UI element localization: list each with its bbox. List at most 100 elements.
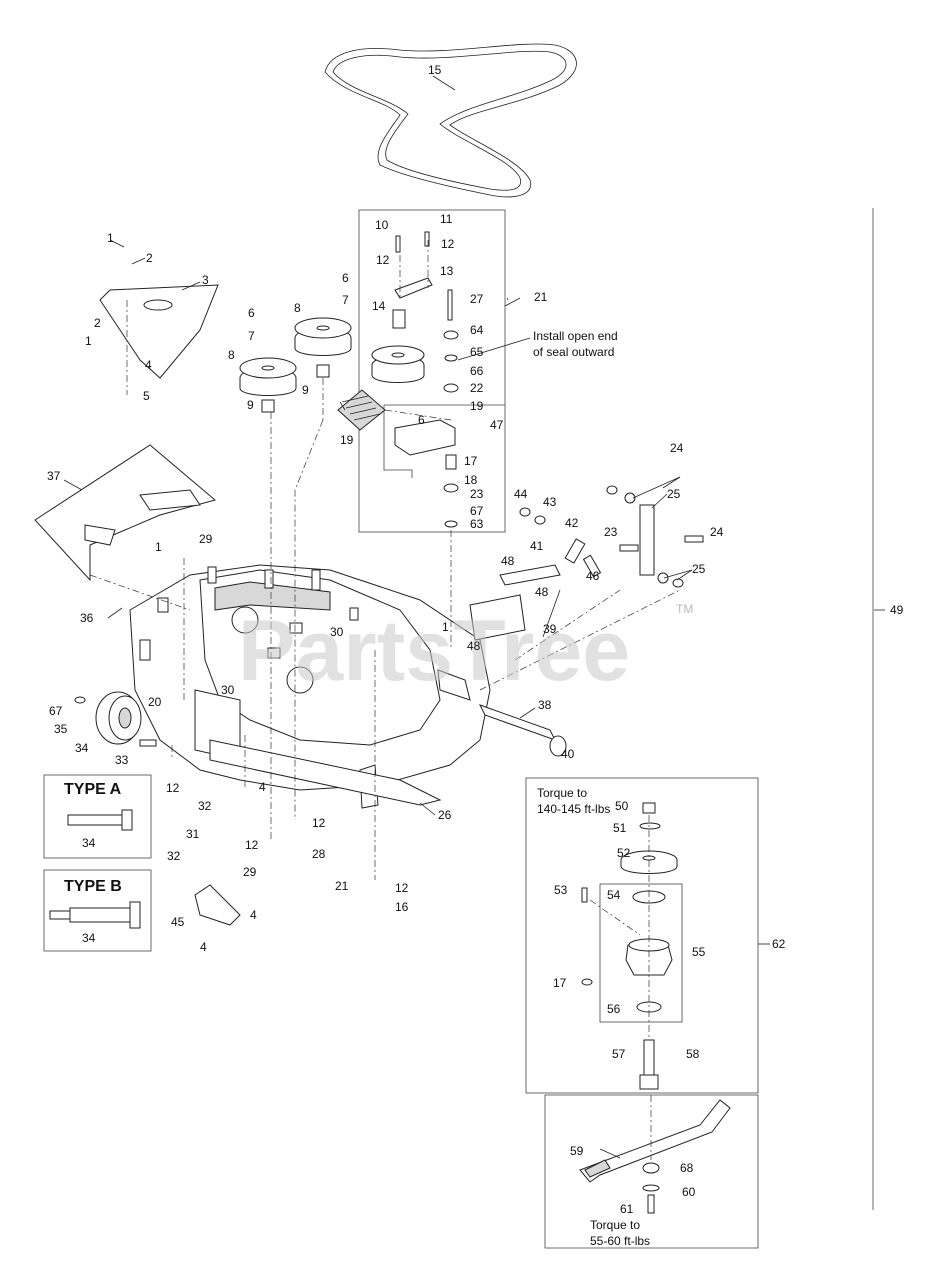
idler-assembly-box — [358, 209, 506, 533]
callout: 42 — [565, 516, 579, 530]
callout: 3 — [202, 273, 209, 287]
leader-lines — [63, 75, 885, 1159]
callout: 34 — [75, 741, 89, 755]
callout: 17 — [464, 454, 478, 468]
callout: 41 — [530, 539, 544, 553]
callout: 25 — [692, 562, 706, 576]
callout: 30 — [221, 683, 235, 697]
callout: 4 — [200, 940, 207, 954]
type-a-pin — [67, 809, 133, 831]
type-a-title: TYPE A — [64, 781, 122, 798]
blade-torque-line2: 55-60 ft-lbs — [590, 1234, 650, 1248]
callout: 62 — [772, 937, 786, 951]
trademark-mark: TM — [676, 602, 693, 616]
callout: 56 — [607, 1002, 621, 1016]
callout: 17 — [553, 976, 567, 990]
callout: 12 — [395, 881, 409, 895]
idler-pulley-left — [239, 357, 297, 413]
callout: 6 — [342, 271, 349, 285]
callout: 28 — [312, 847, 326, 861]
callout: 6 — [248, 306, 255, 320]
callout: 20 — [148, 695, 162, 709]
callout: 60 — [682, 1185, 696, 1199]
blade-box — [544, 1094, 759, 1249]
callout: 15 — [428, 63, 442, 77]
callout: 37 — [47, 469, 61, 483]
type-a-part-number: 34 — [82, 836, 96, 850]
callout: 65 — [470, 345, 484, 359]
callout: 55 — [692, 945, 706, 959]
callout: 1 — [155, 540, 162, 554]
callout: 29 — [243, 865, 257, 879]
callout: 8 — [294, 301, 301, 315]
drive-belt — [324, 43, 577, 198]
spindle-housing-box — [599, 883, 683, 1023]
belt-cover — [99, 284, 219, 379]
callout: 24 — [670, 441, 684, 455]
callout: 57 — [612, 1047, 626, 1061]
spindle-torque-line1: Torque to — [537, 786, 587, 800]
idler-pulley-right — [371, 345, 425, 383]
callout: 39 — [543, 622, 557, 636]
callout: 12 — [166, 781, 180, 795]
callout: 1 — [85, 334, 92, 348]
callout: 50 — [615, 799, 629, 813]
idler-pulley-center — [294, 317, 352, 378]
type-a-box — [43, 774, 152, 859]
callout: 33 — [115, 753, 129, 767]
callout: 35 — [54, 722, 68, 736]
callout: 21 — [534, 290, 548, 304]
callout: 5 — [143, 389, 150, 403]
callout: 19 — [340, 433, 354, 447]
mower-blade — [579, 1099, 731, 1214]
callout: 58 — [686, 1047, 700, 1061]
callout: 13 — [440, 264, 454, 278]
callout: 9 — [247, 398, 254, 412]
callout: 16 — [395, 900, 409, 914]
callout: 36 — [80, 611, 94, 625]
callout: 27 — [470, 292, 484, 306]
callout: 2 — [146, 251, 153, 265]
callout: 49 — [890, 603, 904, 617]
callout: 64 — [470, 323, 484, 337]
idler-arm — [392, 231, 459, 528]
callout: 21 — [335, 879, 349, 893]
callout: 12 — [245, 838, 259, 852]
spindle-assembly-box — [525, 777, 759, 1094]
blade-torque-line1: Torque to — [590, 1218, 640, 1232]
callout: 7 — [248, 329, 255, 343]
callout: 31 — [186, 827, 200, 841]
callout: 61 — [620, 1202, 634, 1216]
spindle-torque-line2: 140-145 ft-lbs — [537, 802, 610, 816]
callout: 59 — [570, 1144, 584, 1158]
callout: 29 — [199, 532, 213, 546]
callout: 46 — [586, 569, 600, 583]
callout: 26 — [438, 808, 452, 822]
callout: 4 — [250, 908, 257, 922]
callout: 68 — [680, 1161, 694, 1175]
watermark-text: PartsTree — [238, 603, 630, 699]
callout: 14 — [372, 299, 386, 313]
callout: 38 — [538, 698, 552, 712]
callout: 43 — [543, 495, 557, 509]
callout: 51 — [613, 821, 627, 835]
callout: 32 — [167, 849, 181, 863]
callout: 7 — [342, 293, 349, 307]
callout: 19 — [470, 399, 484, 413]
callout: 48 — [535, 585, 549, 599]
type-b-part-number: 34 — [82, 931, 96, 945]
callout: 40 — [561, 747, 575, 761]
callout: 22 — [470, 381, 484, 395]
callout: 23 — [470, 487, 484, 501]
callout: 12 — [312, 816, 326, 830]
discharge-chute — [34, 444, 217, 582]
callout: 11 — [440, 212, 453, 226]
type-b-pin — [49, 901, 141, 929]
callout: 12 — [376, 253, 390, 267]
wheel-bracket — [194, 884, 241, 926]
callout: 9 — [302, 383, 309, 397]
callouts: 1 1 1 1 2 2 3 4 4 4 4 5 6 6 6 7 7 8 8 9 … — [47, 63, 904, 1216]
callout: 4 — [145, 358, 152, 372]
callout: 48 — [501, 554, 515, 568]
